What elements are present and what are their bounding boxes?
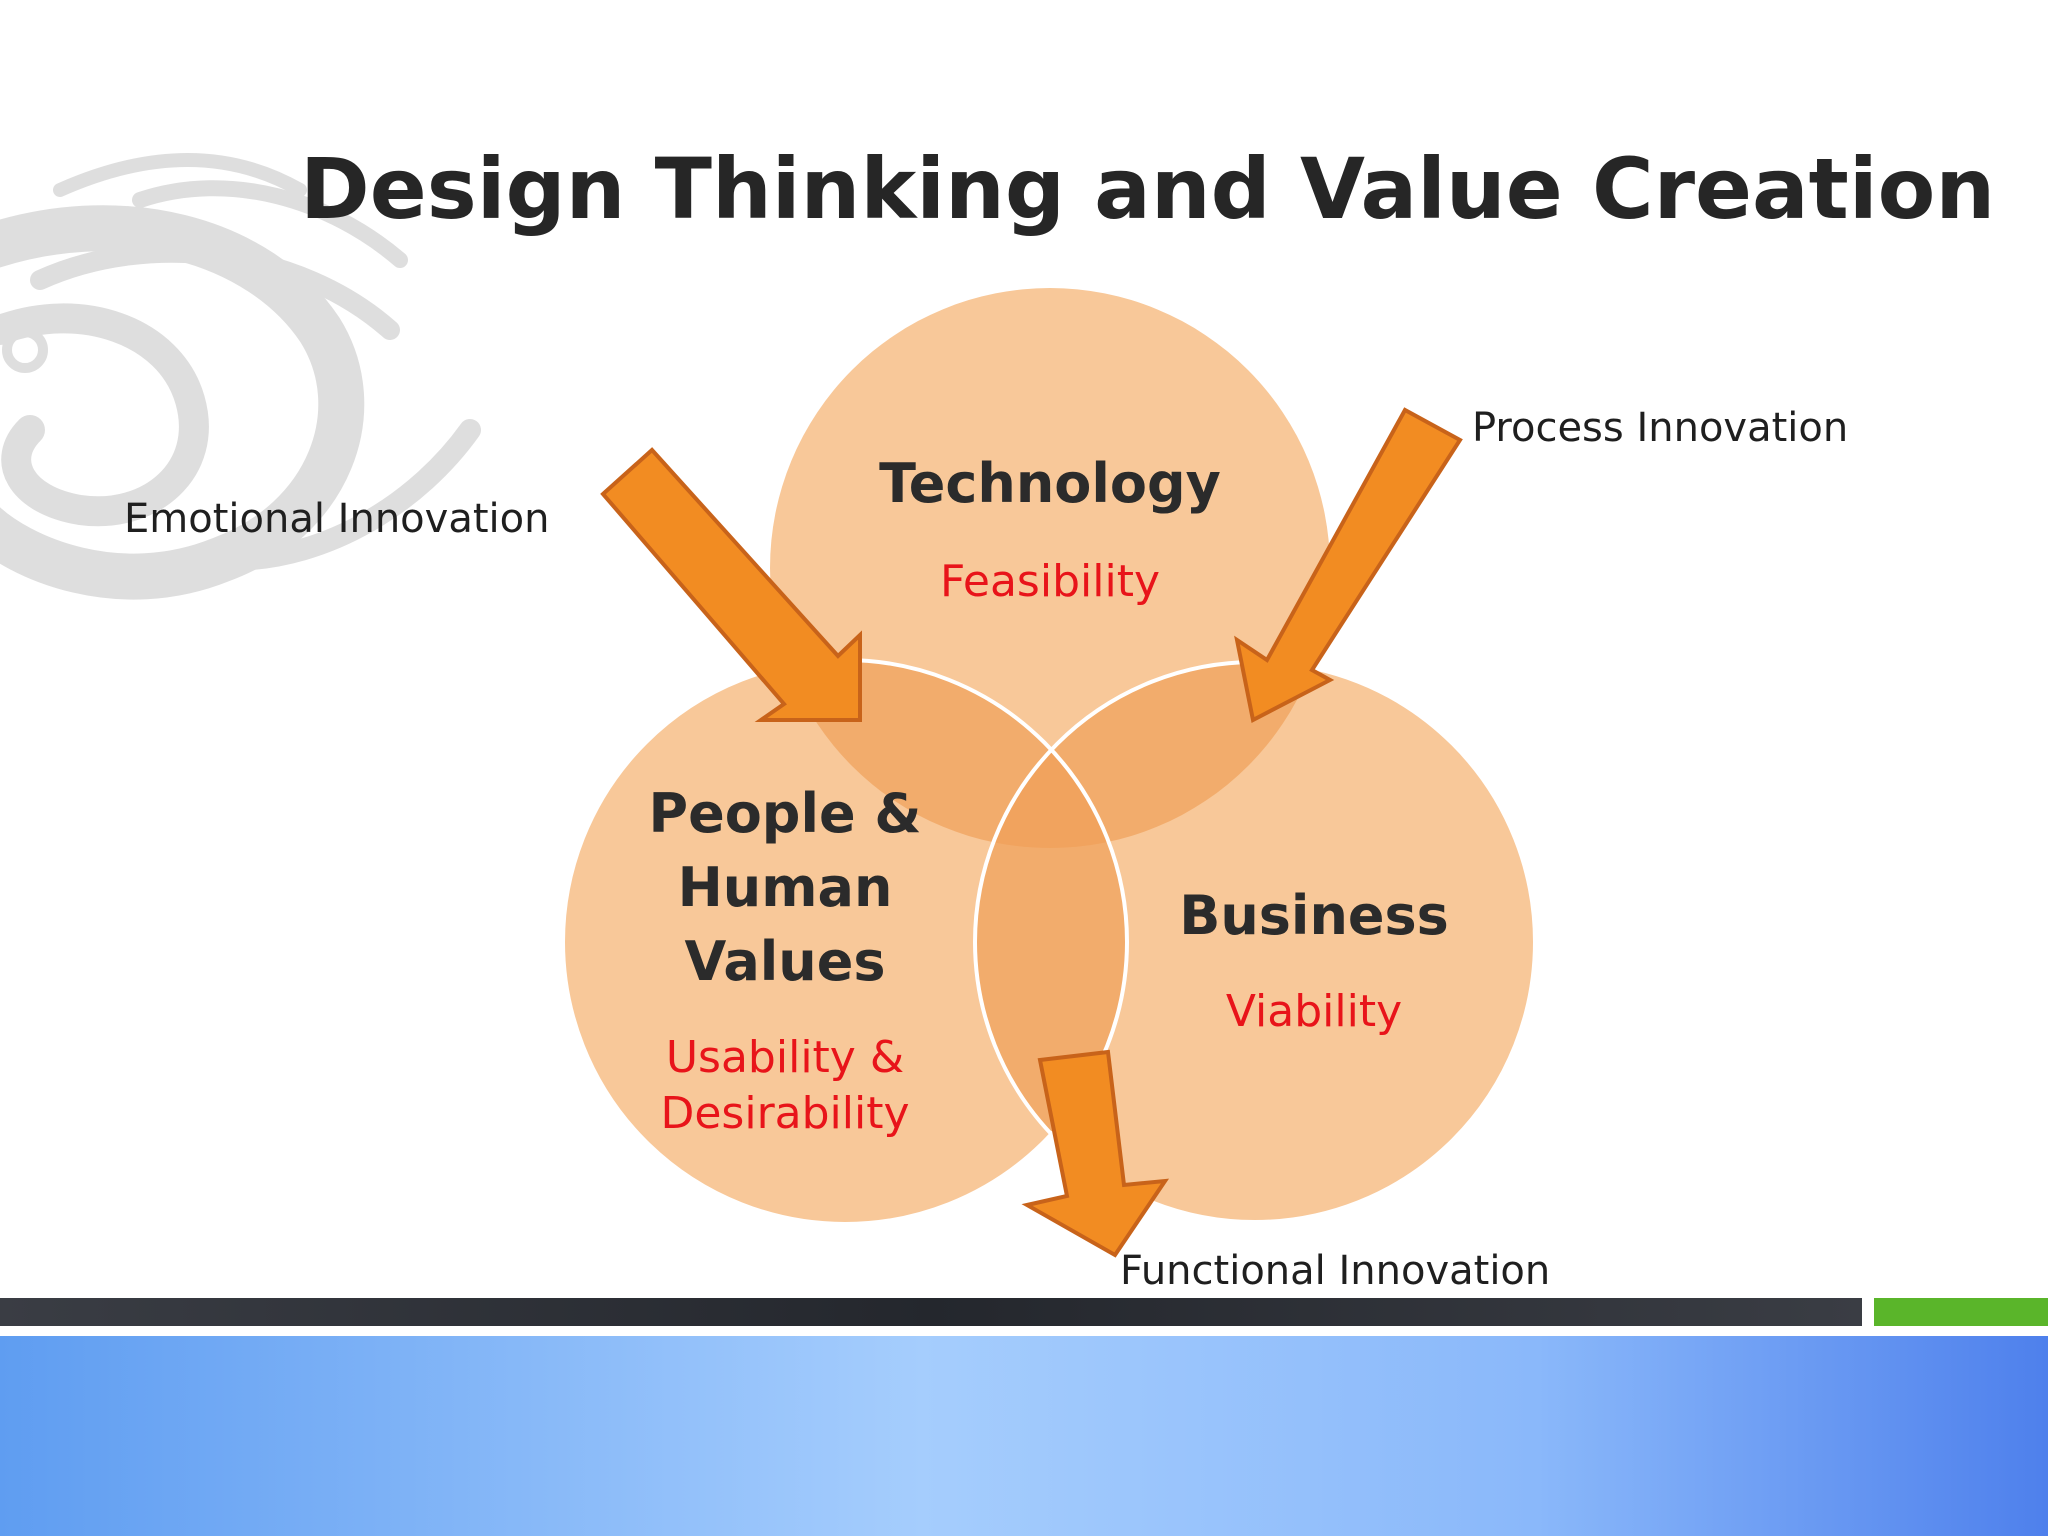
- overlap-tech-people: [770, 660, 1127, 848]
- functional-innovation-arrow: [1021, 1049, 1170, 1258]
- slide-title: Design Thinking and Value Creation: [300, 140, 1996, 238]
- technology-subtitle: Feasibility: [940, 556, 1160, 607]
- footer-blue-band: [0, 1336, 2048, 1536]
- people-subtitle: Usability & Desirability: [660, 1032, 910, 1139]
- emotional-innovation-label: Emotional Innovation: [124, 496, 550, 542]
- business-label: Business: [1179, 884, 1449, 947]
- people-label: People & Human Values: [648, 782, 922, 993]
- overlap-tech-business: [975, 662, 1330, 848]
- process-innovation-arrow: [1234, 407, 1463, 724]
- emotional-innovation-arrow: [600, 447, 862, 722]
- technology-label: Technology: [879, 452, 1221, 515]
- footer-white-gap: [0, 1326, 2048, 1336]
- footer-dark-bar: [0, 1298, 1862, 1326]
- footer-green-bar: [1874, 1298, 2048, 1326]
- decorative-swirl: [0, 153, 481, 600]
- business-subtitle: Viability: [1225, 986, 1403, 1037]
- process-innovation-label: Process Innovation: [1472, 405, 1849, 451]
- functional-innovation-label: Functional Innovation: [1120, 1248, 1551, 1294]
